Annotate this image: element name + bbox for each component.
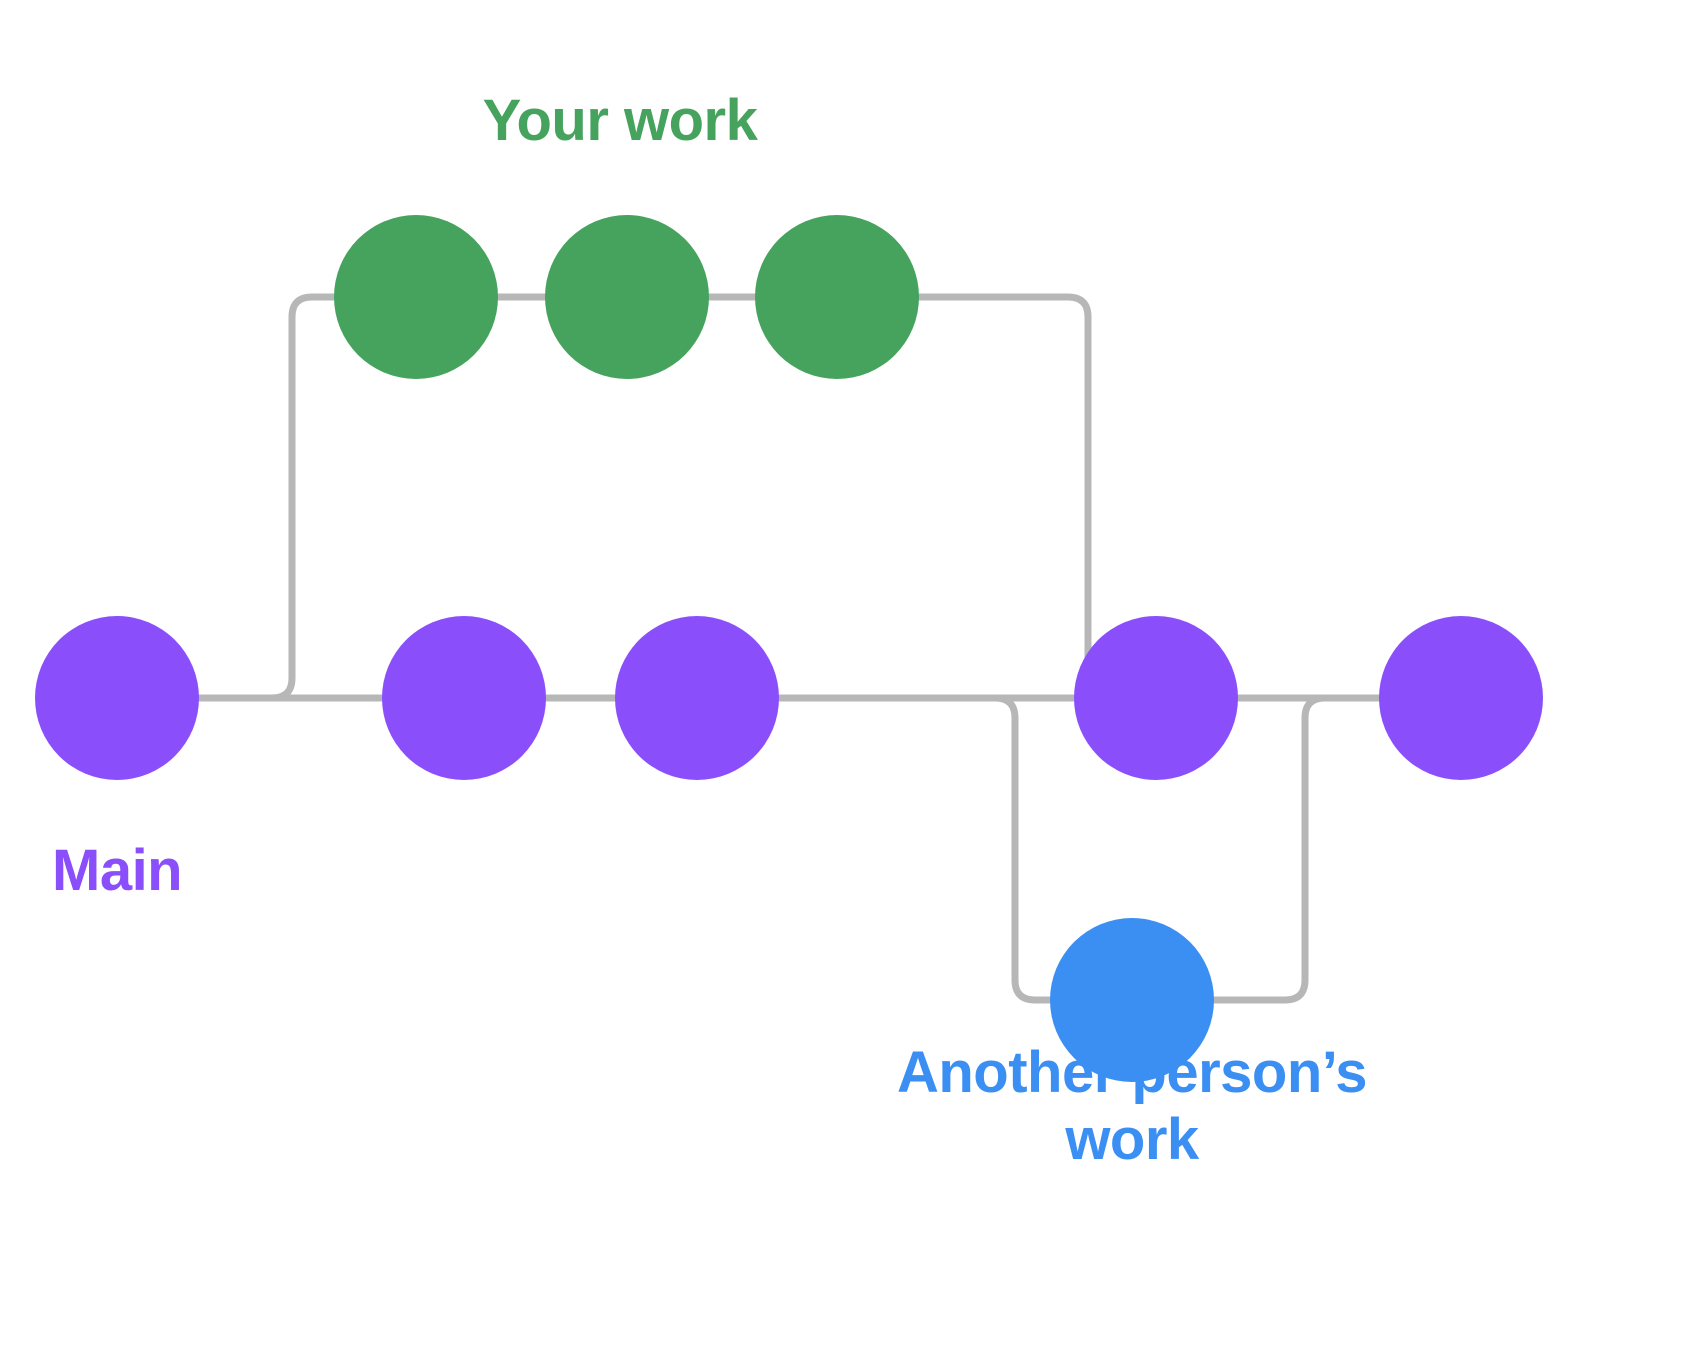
commit-node-work-3[interactable] bbox=[755, 215, 919, 379]
commit-node-work-2[interactable] bbox=[545, 215, 709, 379]
commit-node-main-3[interactable] bbox=[615, 616, 779, 780]
commit-node-main-5[interactable] bbox=[1379, 616, 1543, 780]
commit-node-main-2[interactable] bbox=[382, 616, 546, 780]
commit-node-work-1[interactable] bbox=[334, 215, 498, 379]
node-layer bbox=[35, 215, 1543, 1082]
lane-label-another-person-work-line2: work bbox=[1065, 1106, 1199, 1172]
edge-merge-work3-to-main4 bbox=[915, 293, 1134, 702]
commit-node-other-1[interactable] bbox=[1050, 918, 1214, 1082]
edge-branch-down-to-other1 bbox=[991, 694, 1060, 1004]
lane-label-another-person-work-line1: Another person’s bbox=[896, 1040, 1368, 1105]
commit-node-main-4[interactable] bbox=[1074, 616, 1238, 780]
commit-node-main-1[interactable] bbox=[35, 616, 199, 780]
edge-branch-up-to-work1 bbox=[246, 293, 338, 702]
lane-label-your-work: Your work bbox=[482, 88, 758, 153]
edge-merge-other1-to-main5 bbox=[1204, 694, 1351, 1004]
lane-label-main: Main bbox=[52, 838, 183, 903]
